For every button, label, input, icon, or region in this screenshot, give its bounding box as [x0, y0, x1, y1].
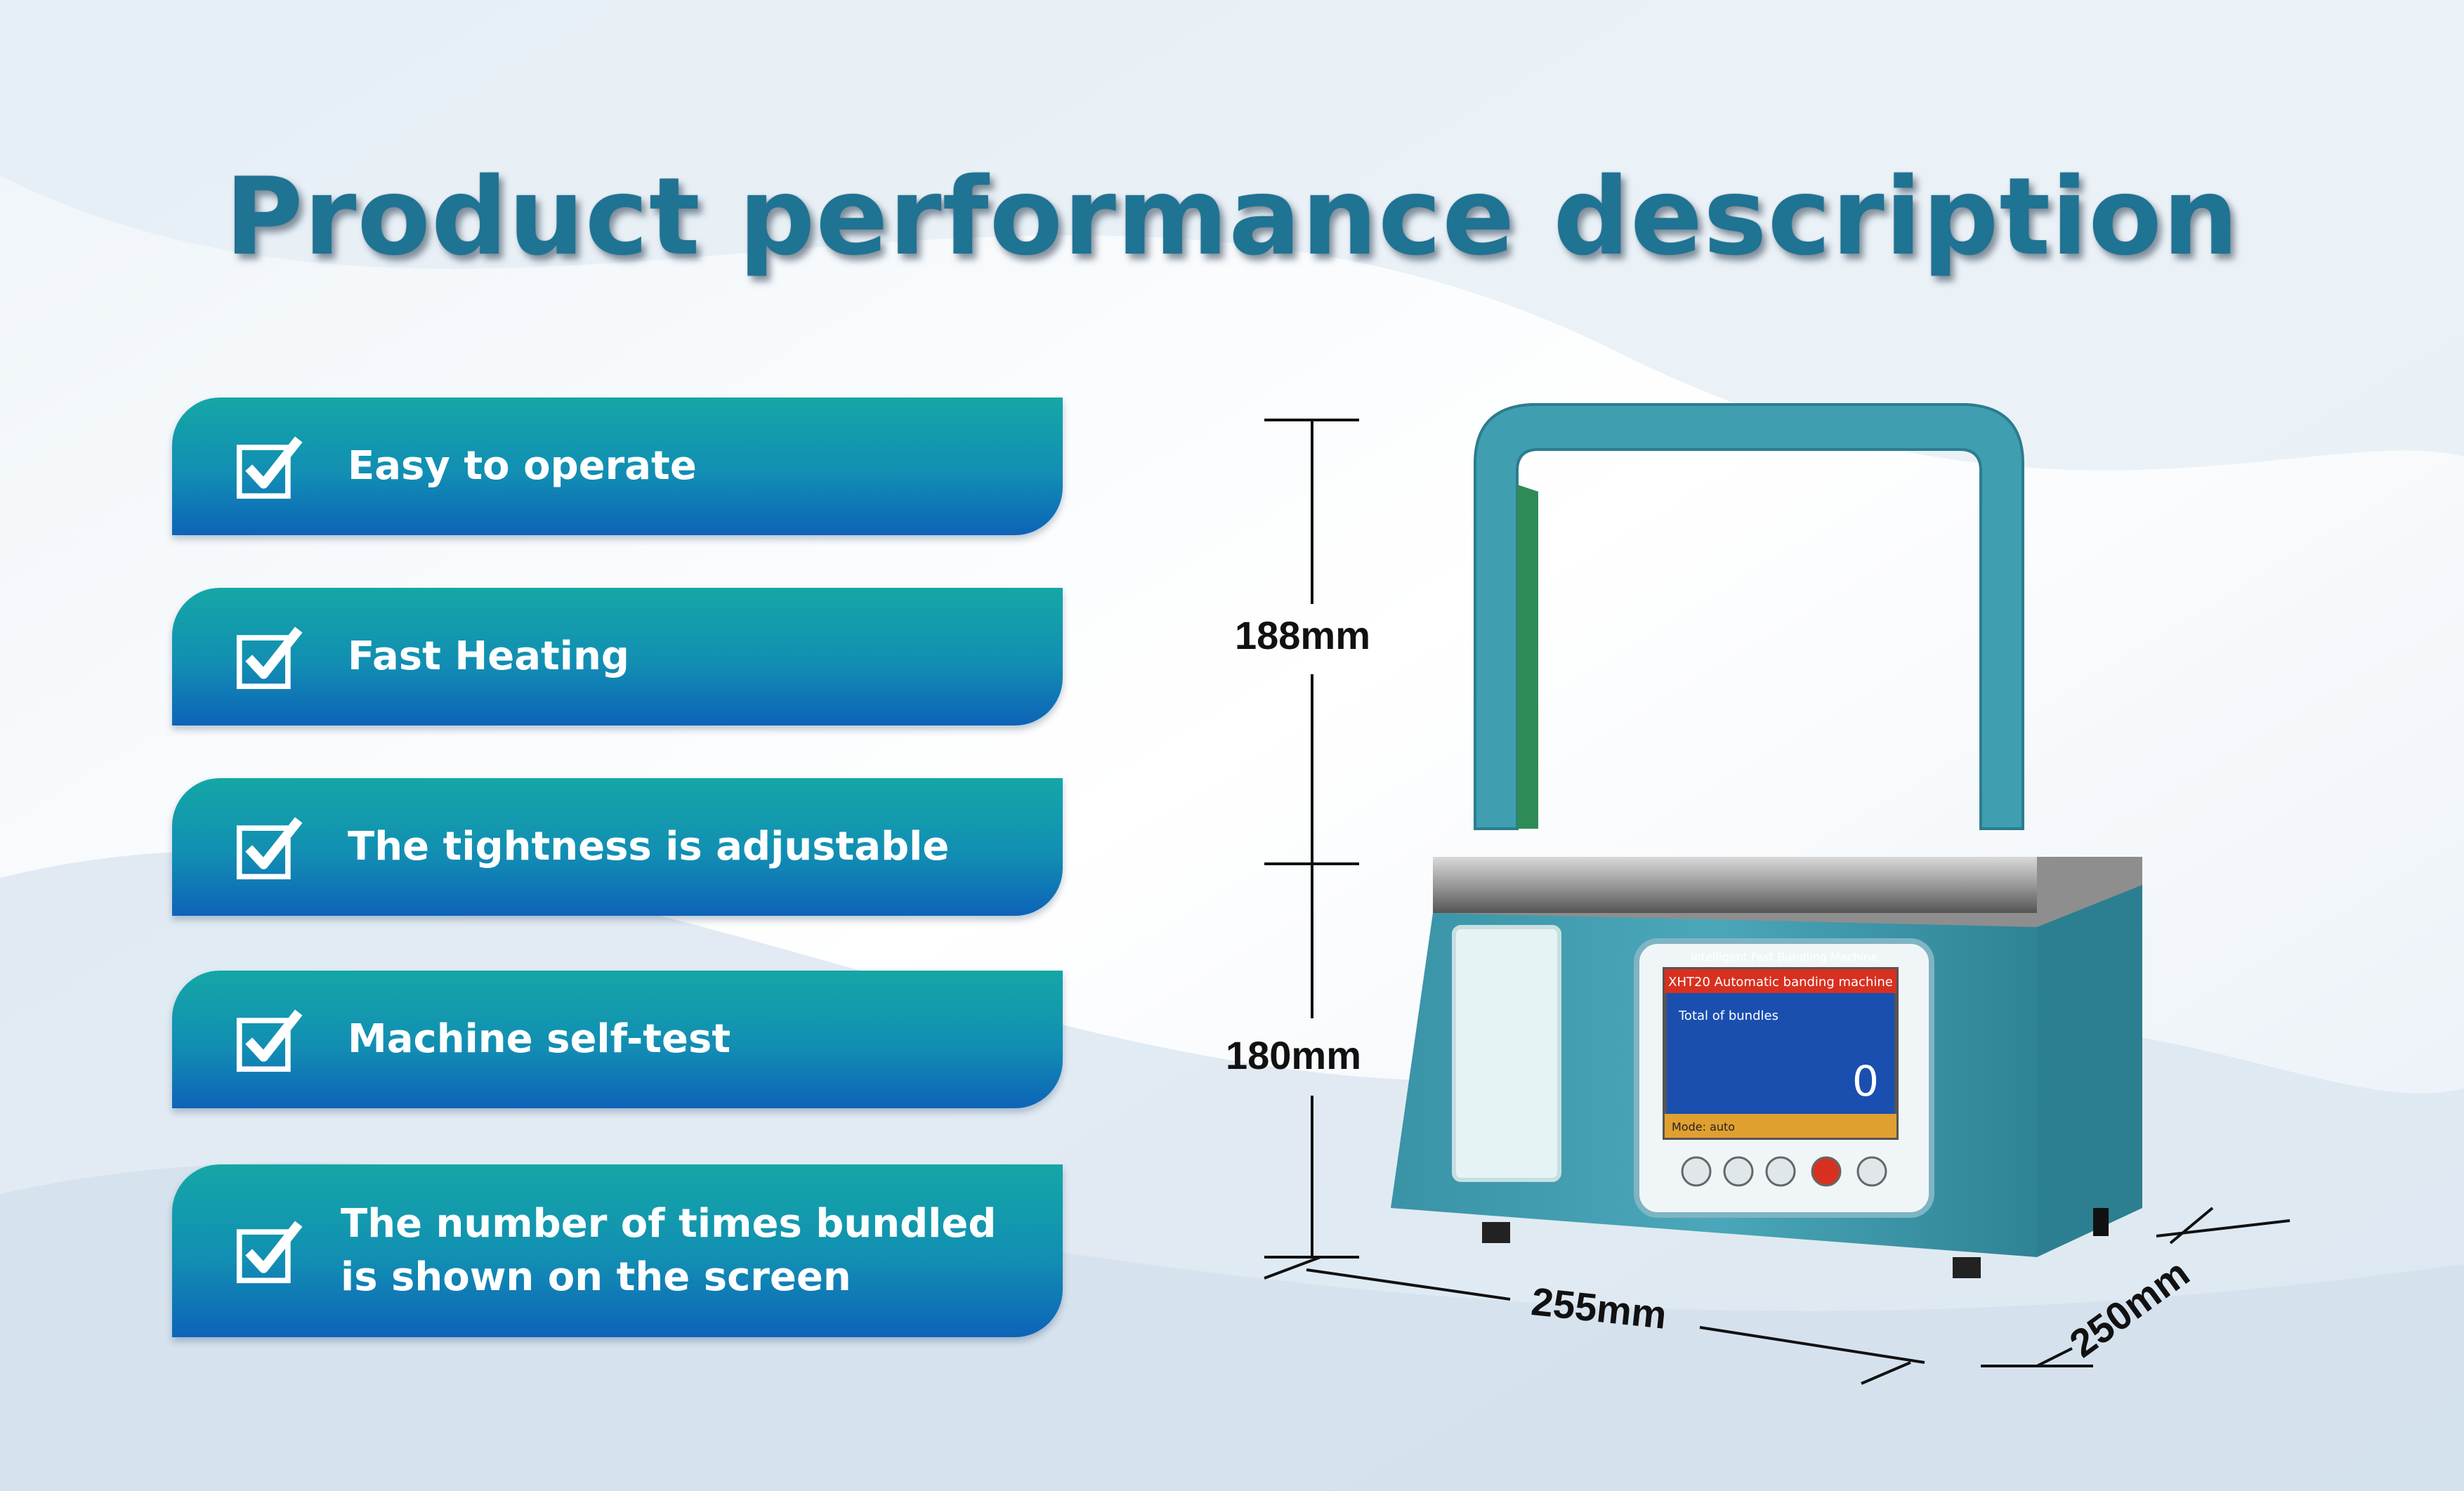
checkbox-icon	[236, 817, 303, 880]
panel-brand-text: Intelligent Fast Bundling Machine	[1691, 950, 1878, 964]
feature-label: The tightness is adjustable	[348, 824, 950, 869]
feature-label: Easy to operate	[348, 443, 697, 489]
checkbox-icon	[236, 1221, 303, 1284]
feature-banner: Easy to operate	[172, 398, 1063, 535]
feature-label: Fast Heating	[348, 633, 629, 679]
panel-counter-value: 0	[1852, 1057, 1879, 1106]
banding-machine-image: XHT20 Automatic banding machine Total of…	[1391, 403, 2142, 1278]
feature-label: Machine self-test	[348, 1016, 731, 1062]
checkbox-icon	[236, 626, 303, 690]
feature-banner: Machine self-test	[172, 971, 1063, 1108]
feature-banner: The number of times bundled is shown on …	[172, 1164, 1063, 1337]
panel-counter-label: Total of bundles	[1678, 1009, 1778, 1023]
dimension-upper-height: 188mm	[1235, 613, 1371, 657]
page-title: Product performance description	[225, 155, 2239, 279]
feature-banner: Fast Heating	[172, 588, 1063, 725]
feature-banner: The tightness is adjustable	[172, 778, 1063, 916]
dimension-lower-height: 180mm	[1226, 1033, 1362, 1077]
checkbox-icon	[236, 436, 303, 499]
panel-mode-text: Mode: auto	[1672, 1120, 1735, 1134]
panel-header-text: XHT20 Automatic banding machine	[1668, 975, 1893, 990]
feature-label: The number of times bundled is shown on …	[341, 1201, 997, 1300]
checkbox-icon	[236, 1009, 303, 1072]
